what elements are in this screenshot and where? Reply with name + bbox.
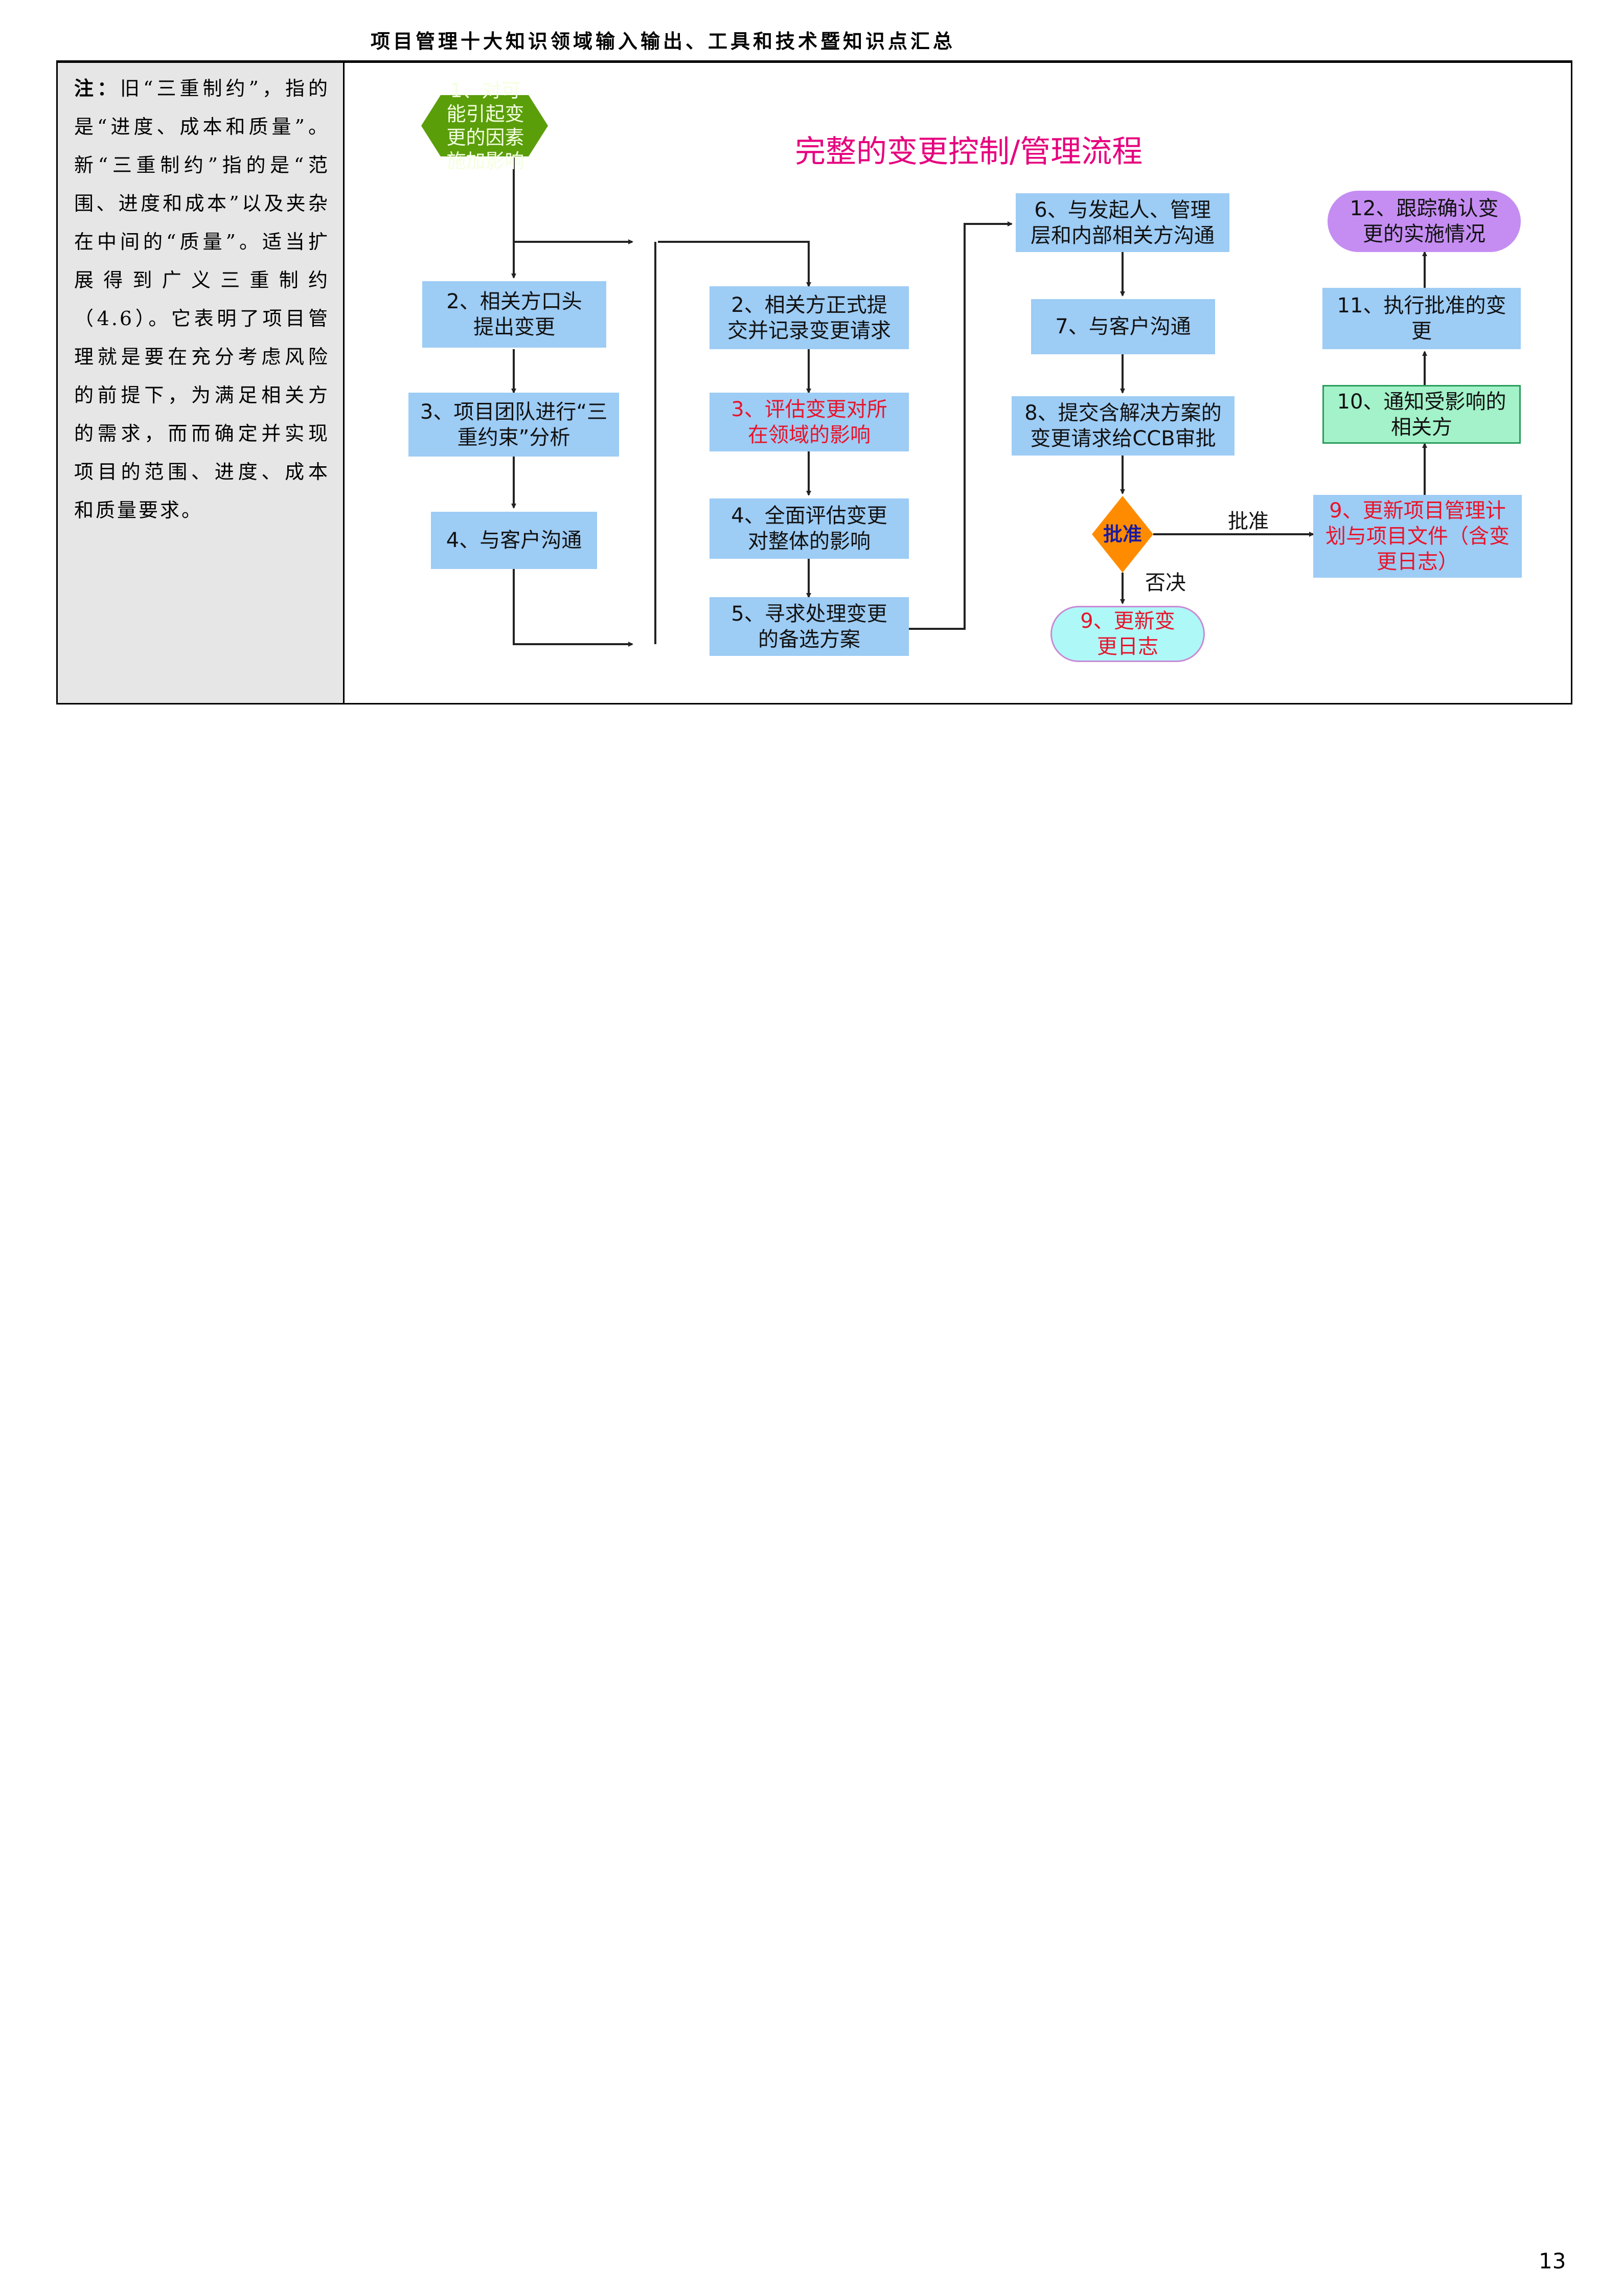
change-control-flowchart: 完整的变更控制/管理流程 1、对可能引起变更的因素施加影响 2、相关方口头提出变… — [346, 63, 1571, 703]
page-header: 项目管理十大知识领域输入输出、工具和技术暨知识点汇总 — [371, 30, 956, 53]
page-number: 13 — [1539, 2248, 1566, 2274]
start-hexagon — [421, 95, 548, 156]
node-1-start: 1、对可能引起变更的因素施加影响 — [446, 79, 524, 172]
node-4a: 4、与客户沟通 — [431, 512, 597, 569]
node-5: 5、寻求处理变更的备选方案 — [710, 597, 909, 656]
node-7: 7、与客户沟通 — [1031, 299, 1215, 354]
note-text: 注：旧“三重制约”，指的是“进度、成本和质量”。新“三重制约”指的是“范围、进度… — [74, 69, 330, 530]
diagram-title: 完整的变更控制/管理流程 — [795, 134, 1143, 170]
content-frame — [56, 61, 1572, 704]
node-4b: 4、全面评估变更对整体的影响 — [710, 498, 909, 559]
arrow-n5-n6 — [908, 221, 1013, 630]
arrow-to-n2b — [658, 241, 811, 287]
node-8: 8、提交含解决方案的变更请求给CCB审批 — [1012, 396, 1235, 456]
node-11: 11、执行批准的变更 — [1322, 288, 1521, 349]
node-6: 6、与发起人、管理层和内部相关方沟通 — [1016, 193, 1229, 252]
node-3b: 3、评估变更对所在领域的影响 — [710, 393, 909, 451]
flow-connectors — [421, 95, 1427, 647]
label-approve: 批准 — [1228, 510, 1269, 533]
arrow-n4a-merge — [513, 569, 633, 647]
node-12: 12、跟踪确认变更的实施情况 — [1328, 191, 1521, 252]
label-reject: 否决 — [1145, 571, 1186, 595]
node-9-plan: 9、更新项目管理计划与项目文件（含变更日志） — [1313, 495, 1522, 578]
node-2a: 2、相关方口头提出变更 — [422, 281, 606, 348]
node-10: 10、通知受影响的相关方 — [1322, 385, 1521, 444]
node-3a: 3、项目团队进行“三重约束”分析 — [408, 393, 619, 457]
note-panel — [58, 63, 345, 703]
node-2b: 2、相关方正式提交并记录变更请求 — [710, 286, 909, 349]
note-body: 旧“三重制约”，指的是“进度、成本和质量”。新“三重制约”指的是“范围、进度和成… — [74, 77, 330, 521]
decision-diamond — [1092, 496, 1153, 573]
decision-label: 批准 — [1103, 523, 1142, 545]
node-9-log: 9、更新变更日志 — [1050, 606, 1205, 662]
note-label: 注： — [74, 77, 121, 100]
